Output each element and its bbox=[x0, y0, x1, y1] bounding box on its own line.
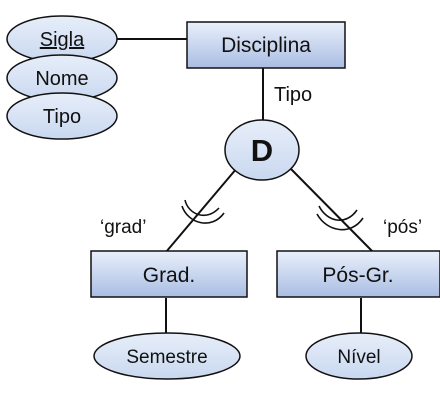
entity-grad-label: Grad. bbox=[143, 264, 196, 287]
specialization-symbol: D bbox=[251, 133, 273, 168]
entity-posgr-label: Pós-Gr. bbox=[322, 264, 393, 287]
condition-grad-label: ‘grad’ bbox=[100, 217, 146, 238]
subset-symbol-posgr bbox=[316, 205, 364, 231]
attribute-semestre-label: Semestre bbox=[126, 347, 207, 368]
discriminator-label: Tipo bbox=[274, 84, 312, 106]
attribute-nome-label: Nome bbox=[35, 68, 88, 90]
entity-disciplina-label: Disciplina bbox=[221, 34, 311, 57]
attribute-semestre: Semestre bbox=[93, 332, 241, 380]
attribute-sigla: Sigla bbox=[6, 15, 118, 63]
condition-posgr-label: ‘pós’ bbox=[383, 217, 422, 238]
attribute-nivel: Nível bbox=[305, 332, 413, 380]
entity-posgr: Pós-Gr. bbox=[276, 250, 440, 298]
subset-symbol-grad bbox=[181, 199, 225, 224]
connector-specialization-grad bbox=[165, 167, 238, 253]
connector-specialization-posgr bbox=[289, 167, 374, 253]
entity-grad: Grad. bbox=[90, 250, 248, 298]
attribute-tipo: Tipo bbox=[6, 92, 118, 140]
specialization-circle: D bbox=[224, 119, 300, 181]
attribute-tipo-label: Tipo bbox=[43, 106, 81, 128]
attribute-nivel-label: Nível bbox=[337, 347, 380, 368]
attribute-sigla-label: Sigla bbox=[40, 29, 85, 51]
entity-disciplina: Disciplina bbox=[186, 21, 346, 69]
